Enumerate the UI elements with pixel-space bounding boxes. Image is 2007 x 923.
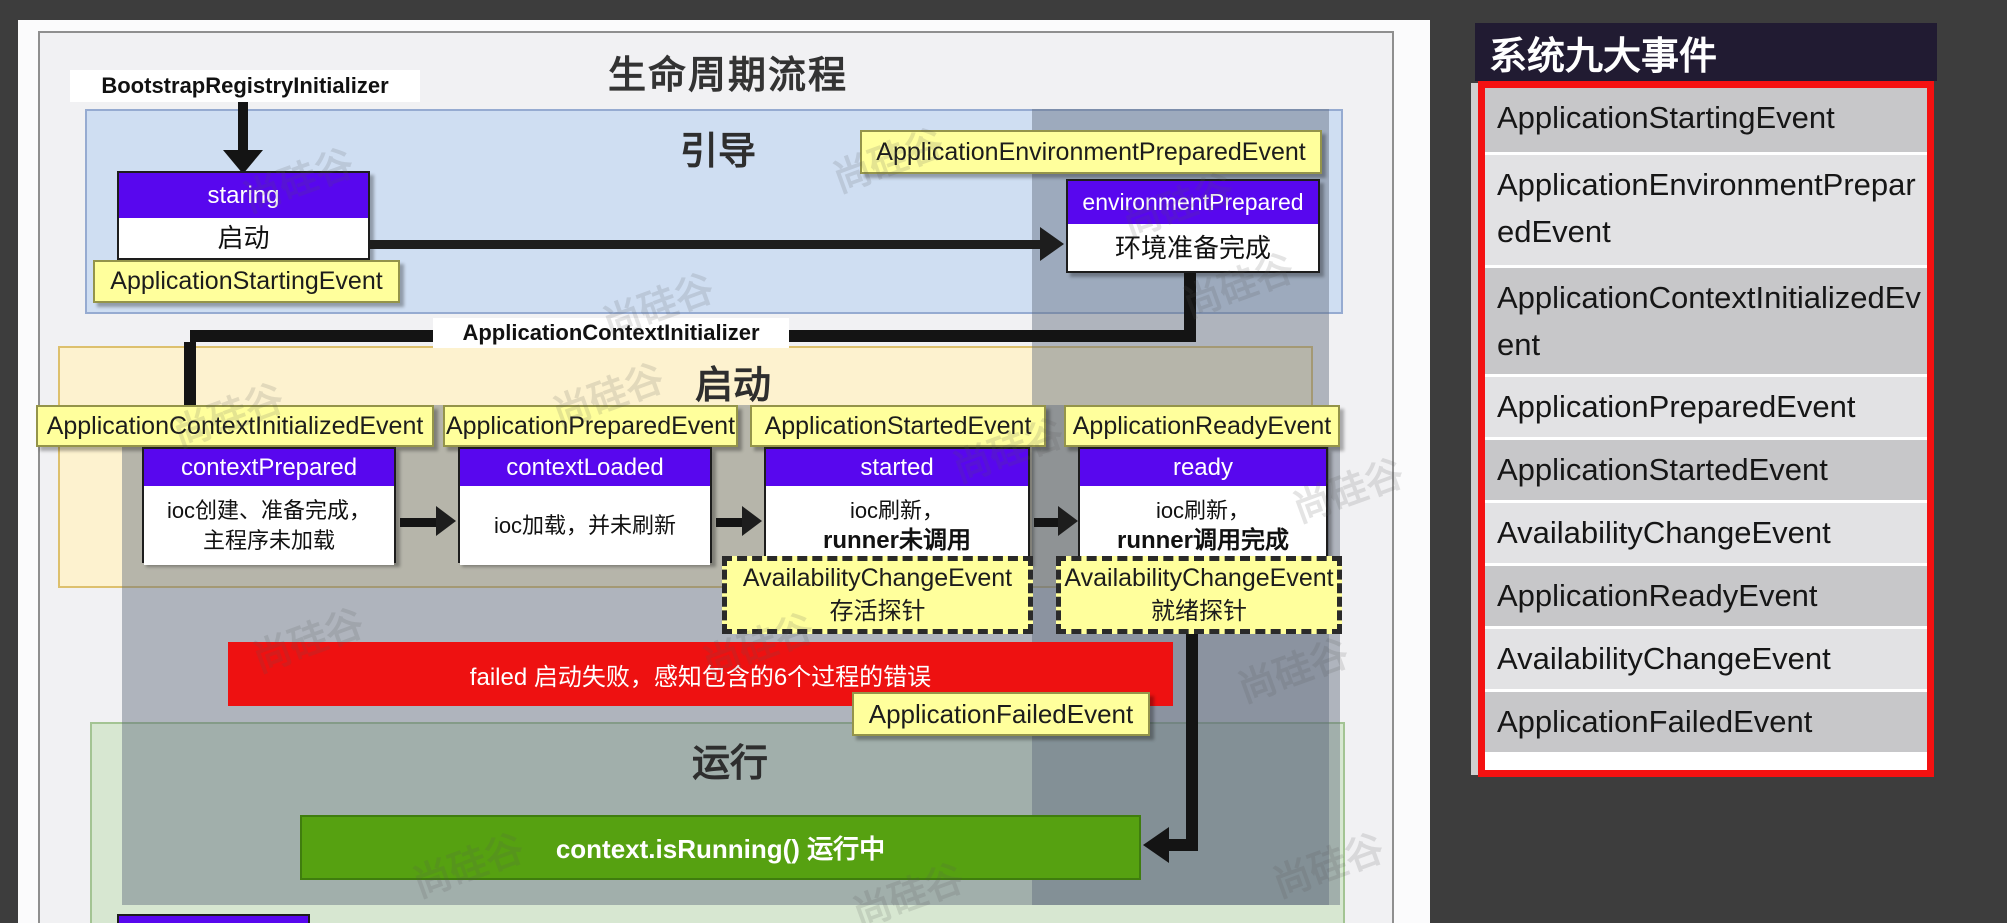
- event-row: AvailabilityChangeEvent: [1485, 503, 1927, 563]
- event-application-starting: ApplicationStartingEvent: [93, 260, 400, 303]
- event-application-ready: ApplicationReadyEvent: [1064, 405, 1340, 447]
- stage2-line1: ioc加载，并未刷新: [493, 512, 677, 538]
- context-initializer-label: ApplicationContextInitializer: [433, 318, 789, 348]
- arrow-probe-horizontal: [1164, 839, 1198, 851]
- stage1-body: ioc创建、准备完成， 主程序未加载: [144, 486, 394, 565]
- arrow-staring-to-env: [368, 240, 1042, 249]
- probe-liveness-label: 存活探针: [829, 598, 926, 625]
- stage3-line2: runner未调用: [822, 526, 971, 554]
- probe-liveness-event: AvailabilityChangeEvent: [742, 564, 1013, 592]
- stage3-body: ioc刷新， runner未调用: [766, 486, 1028, 565]
- event-row: ApplicationReadyEvent: [1485, 566, 1927, 626]
- stage1-header: contextPrepared: [144, 449, 394, 486]
- event-row: ApplicationContextInitializedEvent: [1485, 268, 1927, 374]
- bootstrap-initializer-label: BootstrapRegistryInitializer: [70, 70, 420, 102]
- event-context-initialized: ApplicationContextInitializedEvent: [36, 405, 434, 447]
- events-panel-title: 系统九大事件: [1475, 23, 1937, 81]
- arrow-bootstrap-down: [238, 102, 248, 152]
- environment-prepared-box: environmentPrepared 环境准备完成: [1066, 179, 1320, 273]
- stage1-line1: ioc创建、准备完成，: [166, 497, 372, 523]
- stage2-body: ioc加载，并未刷新: [460, 486, 710, 565]
- arrowhead-bootstrap-down-icon: [223, 150, 263, 174]
- arrow-stage1-2: [400, 518, 438, 527]
- arrow-stage2-3: [716, 518, 744, 527]
- staring-box: staring 启动: [117, 171, 370, 260]
- running-box: context.isRunning() 运行中: [300, 815, 1141, 880]
- section-running-title: 运行: [692, 743, 769, 785]
- stage1-line2: 主程序未加载: [202, 527, 335, 553]
- event-row: ApplicationPreparedEvent: [1485, 377, 1927, 437]
- event-row: ApplicationStartedEvent: [1485, 440, 1927, 500]
- arrow-probe-down: [1186, 634, 1198, 849]
- stage-context-loaded: contextLoaded ioc加载，并未刷新: [458, 447, 712, 565]
- stage-ready: ready ioc刷新， runner调用完成: [1078, 447, 1328, 565]
- arrowhead-stage1-2-icon: [436, 506, 456, 536]
- diagram-title: 生命周期流程: [608, 55, 849, 97]
- stage3-header: started: [766, 449, 1028, 486]
- staring-body: 启动: [119, 218, 368, 258]
- arrowhead-env-icon: [1040, 227, 1064, 261]
- stage4-line1: ioc刷新，: [1155, 497, 1251, 523]
- next-stage-sliver: [117, 914, 310, 923]
- arrowhead-stage2-3-icon: [742, 506, 762, 536]
- stage4-line2: runner调用完成: [1116, 526, 1289, 554]
- event-row: ApplicationEnvironmentPreparedEvent: [1485, 155, 1927, 265]
- arrowhead-stage3-4-icon: [1058, 506, 1078, 536]
- environment-prepared-body: 环境准备完成: [1068, 224, 1318, 271]
- stage4-header: ready: [1080, 449, 1326, 486]
- event-row: ApplicationStartingEvent: [1485, 88, 1927, 152]
- event-application-started: ApplicationStartedEvent: [750, 405, 1046, 447]
- probe-readiness-event: AvailabilityChangeEvent: [1064, 564, 1334, 592]
- staring-header: staring: [119, 173, 368, 218]
- stage-started: started ioc刷新， runner未调用: [764, 447, 1030, 565]
- probe-readiness-label: 就绪探针: [1151, 598, 1247, 625]
- stage3-line1: ioc刷新，: [849, 497, 945, 523]
- arrow-stage3-4: [1034, 518, 1060, 527]
- section-bootstrap-title: 引导: [680, 131, 757, 173]
- event-application-environment-prepared: ApplicationEnvironmentPreparedEvent: [860, 130, 1322, 174]
- event-row: ApplicationFailedEvent: [1485, 692, 1927, 752]
- section-startup-title: 启动: [695, 365, 772, 407]
- stage-context-prepared: contextPrepared ioc创建、准备完成， 主程序未加载: [142, 447, 396, 565]
- connector-env-vertical: [1184, 273, 1196, 337]
- event-application-failed: ApplicationFailedEvent: [852, 692, 1150, 736]
- arrowhead-running-icon: [1143, 827, 1169, 863]
- probe-liveness-box: AvailabilityChangeEvent 存活探针: [722, 556, 1033, 634]
- stage2-header: contextLoaded: [460, 449, 710, 486]
- stage4-body: ioc刷新， runner调用完成: [1080, 486, 1326, 565]
- event-application-prepared: ApplicationPreparedEvent: [443, 405, 738, 447]
- connector-stage1-vertical: [184, 342, 196, 405]
- environment-prepared-header: environmentPrepared: [1068, 181, 1318, 224]
- event-row: AvailabilityChangeEvent: [1485, 629, 1927, 689]
- probe-readiness-box: AvailabilityChangeEvent 就绪探针: [1056, 556, 1342, 634]
